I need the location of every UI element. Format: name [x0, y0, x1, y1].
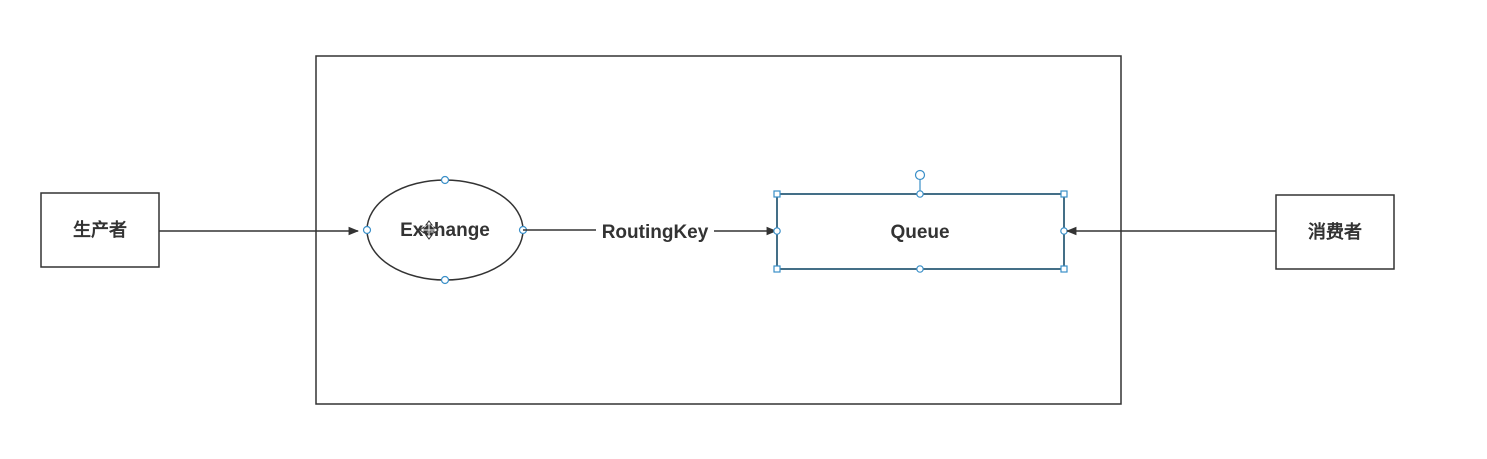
resize-handle-bottom-right[interactable]: [1060, 265, 1068, 273]
consumer-node[interactable]: 消费者: [1275, 194, 1395, 270]
consumer-label: 消费者: [1308, 221, 1362, 243]
routing-key-label[interactable]: RoutingKey: [602, 222, 709, 243]
connection-point[interactable]: [440, 175, 450, 185]
connection-point[interactable]: [1060, 227, 1068, 235]
move-cursor-icon: [419, 220, 439, 240]
exchange-node[interactable]: Exchange: [362, 175, 528, 285]
queue-node[interactable]: Queue: [773, 169, 1068, 273]
connection-point[interactable]: [440, 275, 450, 285]
producer-label: 生产者: [73, 219, 127, 241]
connection-point[interactable]: [916, 190, 924, 198]
container-frame[interactable]: [315, 55, 1122, 405]
resize-handle-top-left[interactable]: [773, 190, 781, 198]
rotate-handle[interactable]: [914, 169, 926, 181]
queue-label: Queue: [890, 222, 949, 243]
resize-handle-top-right[interactable]: [1060, 190, 1068, 198]
producer-node[interactable]: 生产者: [40, 192, 160, 268]
connection-point[interactable]: [916, 265, 924, 273]
exchange-label: Exchange: [400, 220, 490, 241]
connection-point[interactable]: [773, 227, 781, 235]
connection-point[interactable]: [362, 225, 372, 235]
resize-handle-bottom-left[interactable]: [773, 265, 781, 273]
